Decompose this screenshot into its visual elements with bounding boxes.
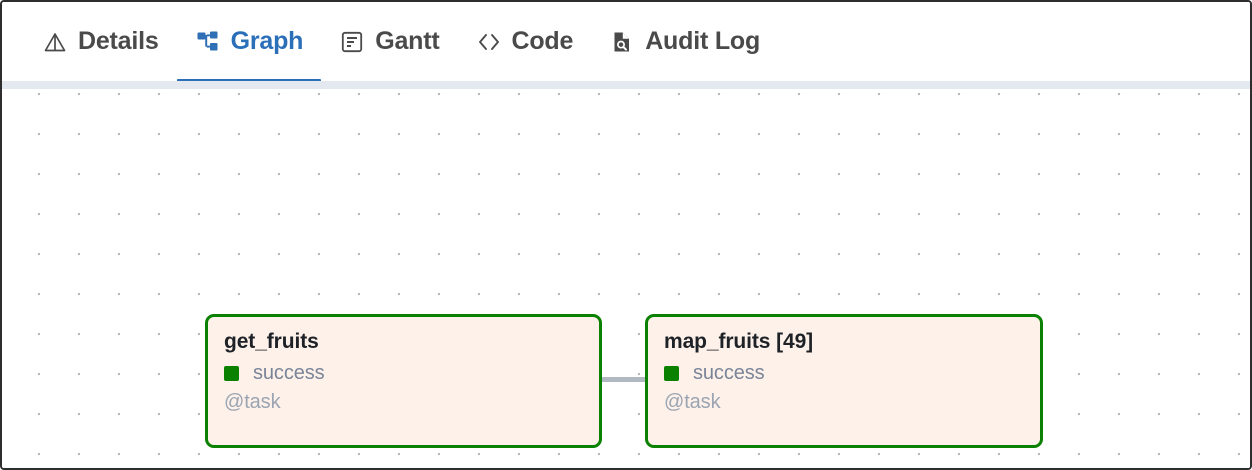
angle-brackets-icon xyxy=(476,29,502,55)
graph-nodes-icon xyxy=(195,29,221,55)
tab-details-label: Details xyxy=(78,27,159,55)
tab-graph-label: Graph xyxy=(230,27,304,55)
graph-node-get-fruits[interactable]: get_fruits success @task xyxy=(205,314,602,448)
view-tabs: Details Graph xyxy=(2,2,1250,83)
node-title: get_fruits xyxy=(224,330,319,353)
node-title: map_fruits [49] xyxy=(664,330,814,353)
graph-canvas[interactable]: get_fruits success @task map_fruits [49]… xyxy=(2,89,1250,468)
graph-node-map-fruits[interactable]: map_fruits [49] success @task xyxy=(645,314,1043,448)
node-status-label: success xyxy=(693,362,765,384)
node-type-label: @task xyxy=(224,391,281,413)
tab-gantt-label: Gantt xyxy=(375,27,440,55)
gantt-chart-icon xyxy=(339,29,365,55)
warning-triangle-icon xyxy=(42,29,68,55)
tab-code[interactable]: Code xyxy=(458,2,592,81)
node-status: success xyxy=(664,362,1024,385)
tab-audit-log[interactable]: Audit Log xyxy=(591,2,778,81)
tab-graph[interactable]: Graph xyxy=(176,2,322,83)
tab-code-label: Code xyxy=(511,27,574,55)
graph-edge-get-fruits-to-map-fruits xyxy=(600,377,648,382)
node-type-label: @task xyxy=(664,391,721,413)
status-color-swatch xyxy=(224,366,239,381)
tab-gantt[interactable]: Gantt xyxy=(321,2,457,81)
status-color-swatch xyxy=(664,366,679,381)
document-search-icon xyxy=(609,29,635,55)
tab-audit-log-label: Audit Log xyxy=(645,27,761,55)
node-status-label: success xyxy=(253,362,325,384)
tabbar-divider xyxy=(2,81,1250,89)
tab-details[interactable]: Details xyxy=(24,2,177,81)
node-status: success xyxy=(224,362,583,385)
